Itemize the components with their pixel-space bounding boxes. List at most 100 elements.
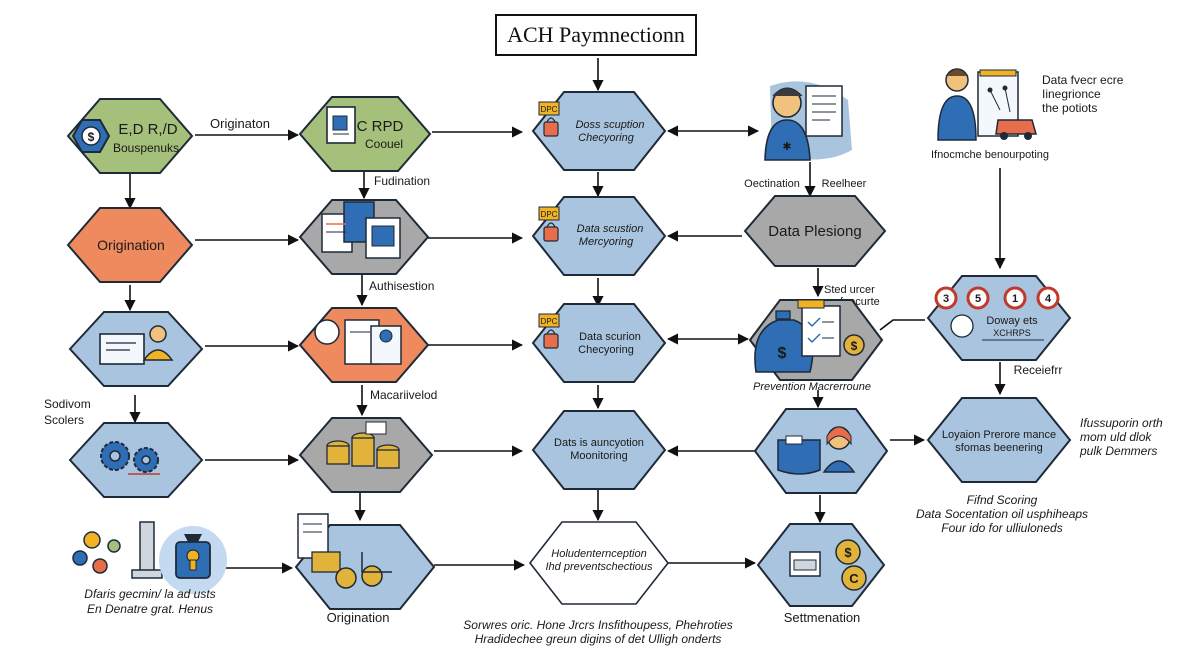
col5: Data fvecr ecre Iinegrionce the potiots … bbox=[916, 68, 1163, 535]
step-badge-4: 4 bbox=[1045, 293, 1052, 305]
agent-card-icon bbox=[777, 426, 856, 475]
id-card-icon bbox=[314, 319, 402, 365]
svg-text:C: C bbox=[849, 571, 859, 586]
c3-node-4-label-1: Dats is auncyotion bbox=[554, 437, 644, 449]
lock-icon: DPC bbox=[538, 313, 560, 349]
c1-side-label-2: Scolers bbox=[44, 413, 84, 427]
edge-r3-c4-c5 bbox=[879, 319, 925, 331]
c5-top-caption: Ifnocmche benourpoting bbox=[931, 149, 1049, 161]
c5-side-label-1: Ifussuporin orth bbox=[1080, 416, 1163, 430]
c5-node-3-label-2: sfomas beenering bbox=[955, 442, 1042, 454]
c3-node-4-label-2: Moonitoring bbox=[570, 450, 627, 462]
moneybag-checklist-icon: $ $ bbox=[754, 299, 865, 373]
c2-node-5 bbox=[294, 524, 436, 610]
c2-label-1: Fudination bbox=[374, 174, 430, 188]
col2: Originaton C RPD Coouel Fudination Authi… bbox=[210, 96, 437, 625]
c3-node-2-label-1: Data scustion bbox=[577, 223, 644, 235]
receiver-person-icon: ✱ bbox=[764, 81, 852, 161]
c3-node-5-label-1: Holudenternception bbox=[551, 548, 646, 560]
col3: DPC Doss scuption Checyoring DPC Data sc… bbox=[463, 91, 733, 646]
c2-node-1-label-2: Coouel bbox=[365, 137, 403, 151]
c3-node-3-label-1: Data scurion bbox=[579, 331, 641, 343]
c5-bottom-label-2: Data Socentation oil usphiheaps bbox=[916, 507, 1088, 521]
coins-wallet-icon: $ C bbox=[789, 539, 867, 591]
c1-bottom-label-2: En Denatre grat. Henus bbox=[87, 602, 213, 616]
documents-stack-icon bbox=[321, 201, 401, 259]
step-badge-2: 5 bbox=[975, 293, 981, 305]
c4-top-label: Oectination bbox=[744, 178, 800, 190]
c5-top-label-1: Data fvecr ecre bbox=[1042, 73, 1124, 87]
svg-text:DPC: DPC bbox=[541, 105, 558, 114]
c2-bottom-label: Origination bbox=[327, 610, 390, 625]
person-computer-icon bbox=[99, 325, 174, 365]
document-badge-icon bbox=[326, 106, 356, 144]
step-badge-1: 3 bbox=[943, 293, 949, 305]
c3-node-5-label-2: Ihd preventschectious bbox=[545, 561, 653, 573]
edges bbox=[124, 58, 1006, 574]
c3-node-1 bbox=[531, 91, 667, 171]
c1-node-2-label: Origination bbox=[97, 237, 165, 253]
step-badges: 3 5 1 4 bbox=[934, 286, 1060, 310]
c4-node-5 bbox=[756, 523, 886, 607]
dollar-badge-icon: $ bbox=[71, 119, 111, 153]
c5-node-2 bbox=[926, 275, 1072, 361]
c3-node-1-label-2: Checyoring bbox=[578, 132, 635, 144]
c1-node-1-label-1: E,D R,/D bbox=[118, 121, 177, 138]
c2-label-2: Authisestion bbox=[369, 279, 434, 293]
c2-edge-label: Originaton bbox=[210, 116, 270, 131]
svg-text:$: $ bbox=[844, 545, 852, 560]
c4-bottom-label: Settmenation bbox=[784, 610, 861, 625]
lock-icon: DPC bbox=[538, 206, 560, 242]
leaf-icon bbox=[950, 314, 974, 338]
c3-node-3 bbox=[531, 303, 667, 383]
c1-node-1-label-2: Bouspenuks bbox=[113, 141, 179, 155]
c3-node-3-label-2: Checyoring bbox=[578, 344, 634, 356]
c5-top-label-2: Iinegrionce bbox=[1042, 87, 1101, 101]
c4-side-label-1: Sted urcer bbox=[824, 284, 875, 296]
c5-side-label-2: mom uld dlok bbox=[1080, 430, 1152, 444]
c4-node-2 bbox=[743, 195, 887, 267]
svg-text:$: $ bbox=[851, 339, 858, 353]
col4: ✱ Oectination Reelheer Data Plesiong Ste… bbox=[743, 81, 889, 625]
c2-label-3: Macariivelod bbox=[370, 388, 437, 402]
c1-bottom-label-1: Dfaris gecmin/ la ad usts bbox=[84, 587, 215, 601]
svg-text:$: $ bbox=[778, 345, 787, 362]
c1-node-1 bbox=[66, 98, 194, 174]
c5-node-3-label-1: Loyaion Prerore mance bbox=[942, 429, 1056, 441]
step-badge-3: 1 bbox=[1012, 293, 1018, 305]
c4-label-3: Prevention Macrerroune bbox=[753, 381, 871, 393]
c4-node-2-label: Data Plesiong bbox=[768, 223, 861, 240]
svg-text:✱: ✱ bbox=[782, 141, 791, 153]
c4-top-label-2: Reelheer bbox=[822, 178, 867, 190]
c3-node-5 bbox=[528, 521, 670, 605]
c3-bottom-label-1: Sorwres oric. Hone Jrcrs Insfithoupess, … bbox=[463, 618, 732, 632]
lock-icon: DPC bbox=[538, 101, 560, 137]
c5-top-label-3: the potiots bbox=[1042, 101, 1097, 115]
c5-bottom-label-1: Fifnd Scoring bbox=[967, 493, 1038, 507]
c3-node-1-label-1: Doss scuption bbox=[575, 119, 644, 131]
c5-mid-label: Receiefrr bbox=[1014, 363, 1063, 377]
gears-icon bbox=[100, 441, 160, 475]
page-title: ACH Paymnectionn bbox=[495, 14, 697, 56]
c3-node-4 bbox=[531, 410, 667, 490]
analyst-robot-icon bbox=[937, 68, 1037, 141]
c5-node-3 bbox=[926, 397, 1072, 483]
c5-side-label-3: pulk Demmers bbox=[1079, 444, 1157, 458]
c5-node-2-label-1: Doway ets bbox=[986, 315, 1038, 327]
c4-node-4 bbox=[753, 408, 889, 494]
c3-bottom-label-2: Hradidechee greun digins of det Ulligh o… bbox=[475, 632, 722, 646]
c5-bottom-label-3: Four ido for ulliuloneds bbox=[941, 521, 1062, 535]
svg-text:DPC: DPC bbox=[541, 210, 558, 219]
coins-stack-icon bbox=[326, 421, 400, 469]
c3-node-2 bbox=[531, 196, 667, 276]
col1: $ E,D R,/D Bouspenuks Origination Sodivo… bbox=[44, 98, 227, 616]
c3-node-2-label-2: Mercyoring bbox=[579, 236, 634, 248]
c5-node-2-label-2: XCHRPS bbox=[993, 328, 1031, 338]
svg-text:$: $ bbox=[88, 130, 95, 144]
c1-node-2 bbox=[66, 207, 194, 283]
invoice-coins-icon bbox=[297, 513, 392, 589]
c1-side-label-1: Sodivom bbox=[44, 397, 91, 411]
tools-cluster-icon bbox=[72, 521, 227, 594]
svg-text:DPC: DPC bbox=[541, 317, 558, 326]
